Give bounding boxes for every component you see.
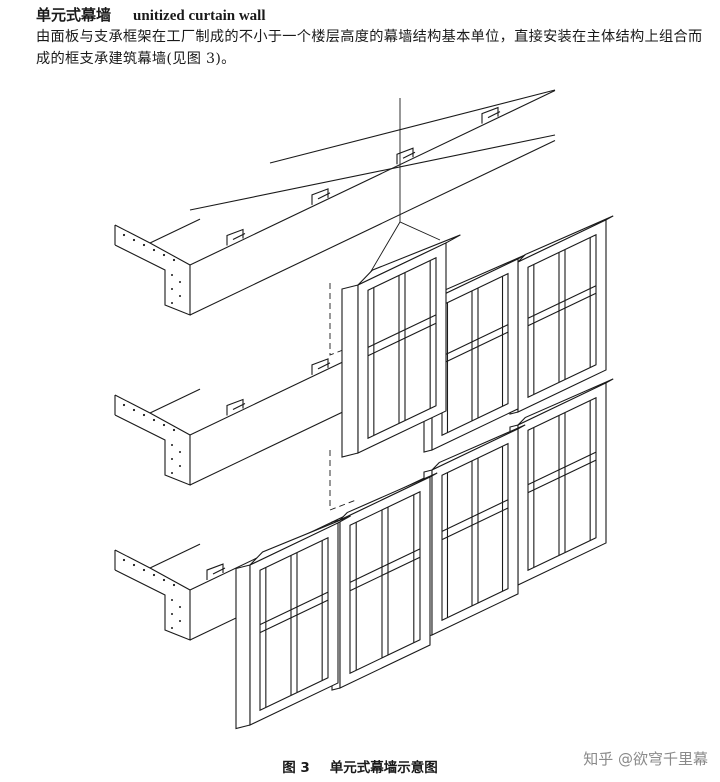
definition-paragraph: 由面板与支承框架在工厂制成的不小于一个楼层高度的幕墙结构基本单位，直接安装在主体…	[36, 29, 703, 67]
term-zh: 单元式幕墙	[36, 6, 112, 24]
unit-panel-hoisted	[342, 235, 460, 457]
unit-panel-top-right	[510, 216, 613, 414]
unit-panel-top-middle	[424, 255, 525, 452]
curtain-wall-drawing	[0, 88, 720, 748]
caption-text: 单元式幕墙示意图	[329, 760, 438, 776]
caption-number: 图 3	[282, 760, 310, 776]
term-heading: 单元式幕墙 unitized curtain wall	[36, 4, 266, 25]
unit-panel-bottom-middle	[424, 425, 525, 637]
unit-panel-bottom-left-outer	[236, 516, 351, 729]
watermark: 知乎 @欲穹千里幕	[583, 750, 708, 768]
figure-caption: 图 3 单元式幕墙示意图	[0, 756, 720, 776]
figure-illustration	[0, 88, 720, 748]
floor-beam-upper	[115, 91, 555, 315]
unit-panel-bottom-left-inner	[332, 473, 437, 690]
unit-panel-bottom-right	[510, 379, 613, 587]
term-en: unitized curtain wall	[133, 8, 266, 24]
curtain-wall-units	[236, 216, 613, 729]
